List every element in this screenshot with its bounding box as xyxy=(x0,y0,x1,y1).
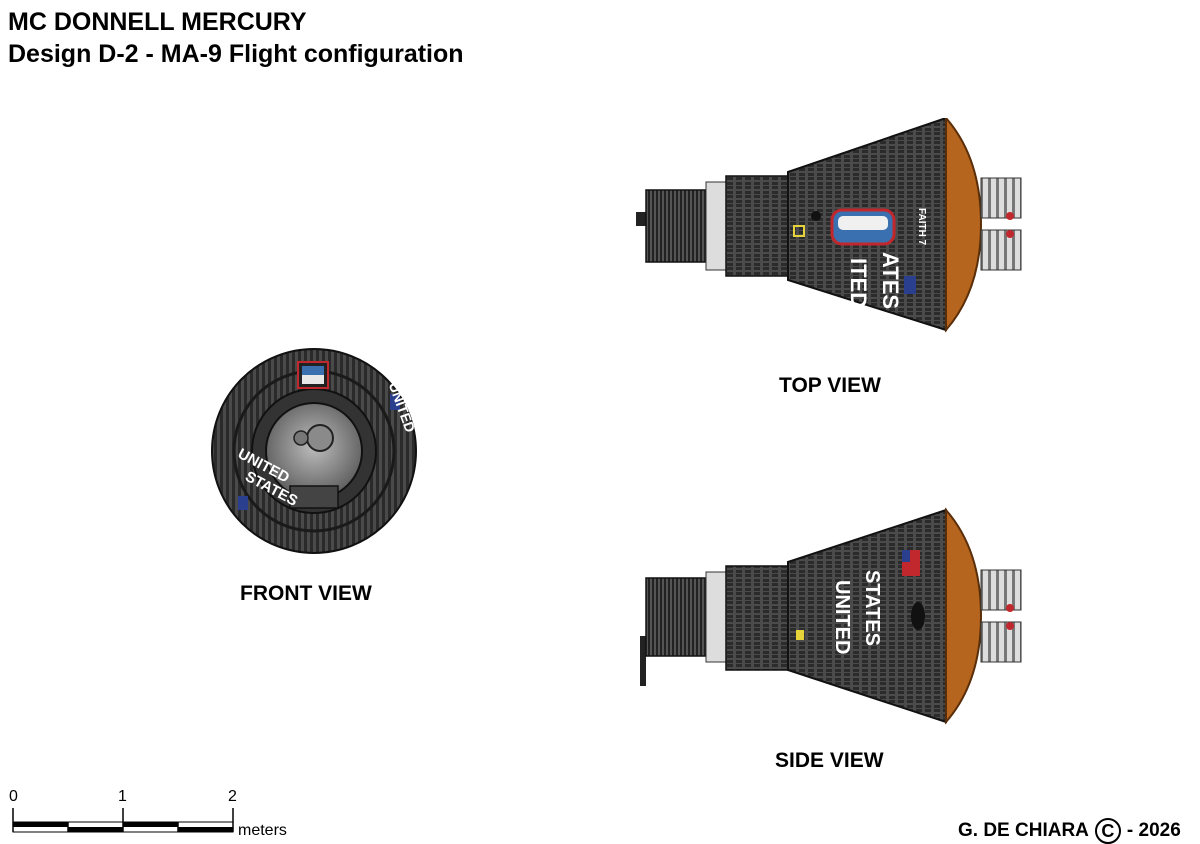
side-heat-shield xyxy=(945,507,983,725)
front-view-label: FRONT VIEW xyxy=(240,582,372,605)
side-view-drawing: UNITED STATES xyxy=(640,507,1022,725)
side-united-text: UNITED xyxy=(831,580,853,654)
front-flag xyxy=(390,394,400,410)
scale-tick-1: 1 xyxy=(118,788,127,805)
top-view-drawing: ITED ATES FAITH 7 xyxy=(636,118,1022,333)
top-united-text: ITED xyxy=(846,258,871,308)
antenna-canister xyxy=(306,424,334,452)
top-view-label: TOP VIEW xyxy=(779,374,881,397)
top-antenna-section xyxy=(645,189,707,263)
top-states-text: ATES xyxy=(878,252,903,309)
drawing-subtitle: Design D-2 - MA-9 Flight configuration xyxy=(8,40,464,68)
side-antenna-section xyxy=(645,577,707,657)
top-flag xyxy=(904,276,916,294)
top-heat-shield xyxy=(945,118,983,333)
copyright-icon: C xyxy=(1094,818,1121,844)
title-block: MC DONNELL MERCURY Design D-2 - MA-9 Fli… xyxy=(8,6,464,70)
drawing-title: MC DONNELL MERCURY xyxy=(8,8,307,36)
author-name: G. DE CHIARA xyxy=(958,820,1089,841)
top-retro-pack-upper xyxy=(980,177,1022,219)
credit-year: - 2026 xyxy=(1126,820,1181,841)
top-mission-text: FAITH 7 xyxy=(916,208,927,246)
scale-tick-0: 0 xyxy=(9,788,18,805)
side-recovery-section xyxy=(725,565,789,671)
scale-bar-graphic xyxy=(12,808,234,833)
top-retro-pack-lower xyxy=(980,229,1022,271)
side-view-label: SIDE VIEW xyxy=(775,749,884,772)
top-recovery-section xyxy=(725,175,789,277)
author-credit: G. DE CHIARA C - 2026 xyxy=(958,818,1181,844)
scale-tick-2: 2 xyxy=(228,788,237,805)
side-retro-pack-upper xyxy=(980,569,1022,611)
side-retro-pack-lower xyxy=(980,621,1022,663)
scale-unit-label: meters xyxy=(238,822,287,839)
front-view-drawing: UNITED STATES UNITED xyxy=(211,348,419,554)
side-states-text: STATES xyxy=(861,570,883,646)
